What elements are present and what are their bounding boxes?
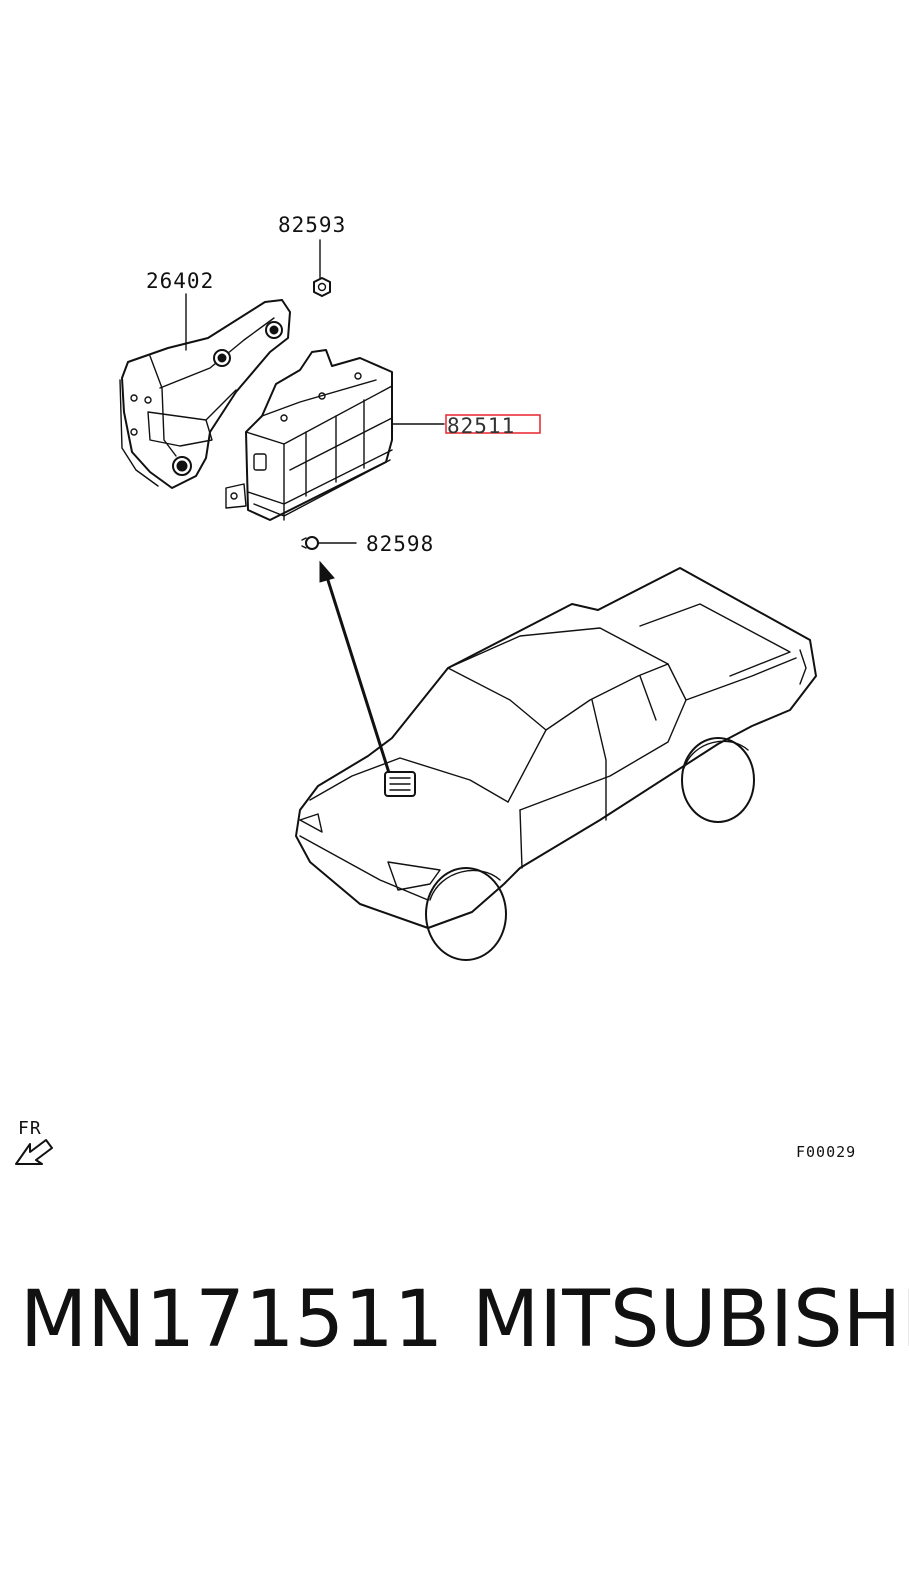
clip-82598	[301, 536, 319, 550]
brand-name: MITSUBISHI	[472, 1275, 909, 1365]
nut-82593	[313, 277, 331, 297]
direction-label: FR	[18, 1118, 42, 1139]
location-arrow	[319, 560, 392, 778]
label-82511: 82511	[447, 414, 515, 438]
highlight-box-82511	[445, 414, 541, 434]
part-number: MN171511	[20, 1275, 444, 1365]
front-arrow-icon	[15, 1139, 53, 1165]
label-82593: 82593	[278, 213, 346, 237]
module-82511	[225, 349, 393, 521]
parts-diagram: 82593 26402 82511 82598 FR F00029	[15, 213, 856, 1165]
caption: MN171511 MITSUBISHI	[0, 1265, 909, 1375]
label-26402: 26402	[146, 269, 214, 293]
pickup-truck	[295, 567, 817, 961]
bracket-26402	[119, 299, 291, 489]
figure-code: F00029	[796, 1143, 856, 1161]
label-82598: 82598	[366, 532, 434, 556]
